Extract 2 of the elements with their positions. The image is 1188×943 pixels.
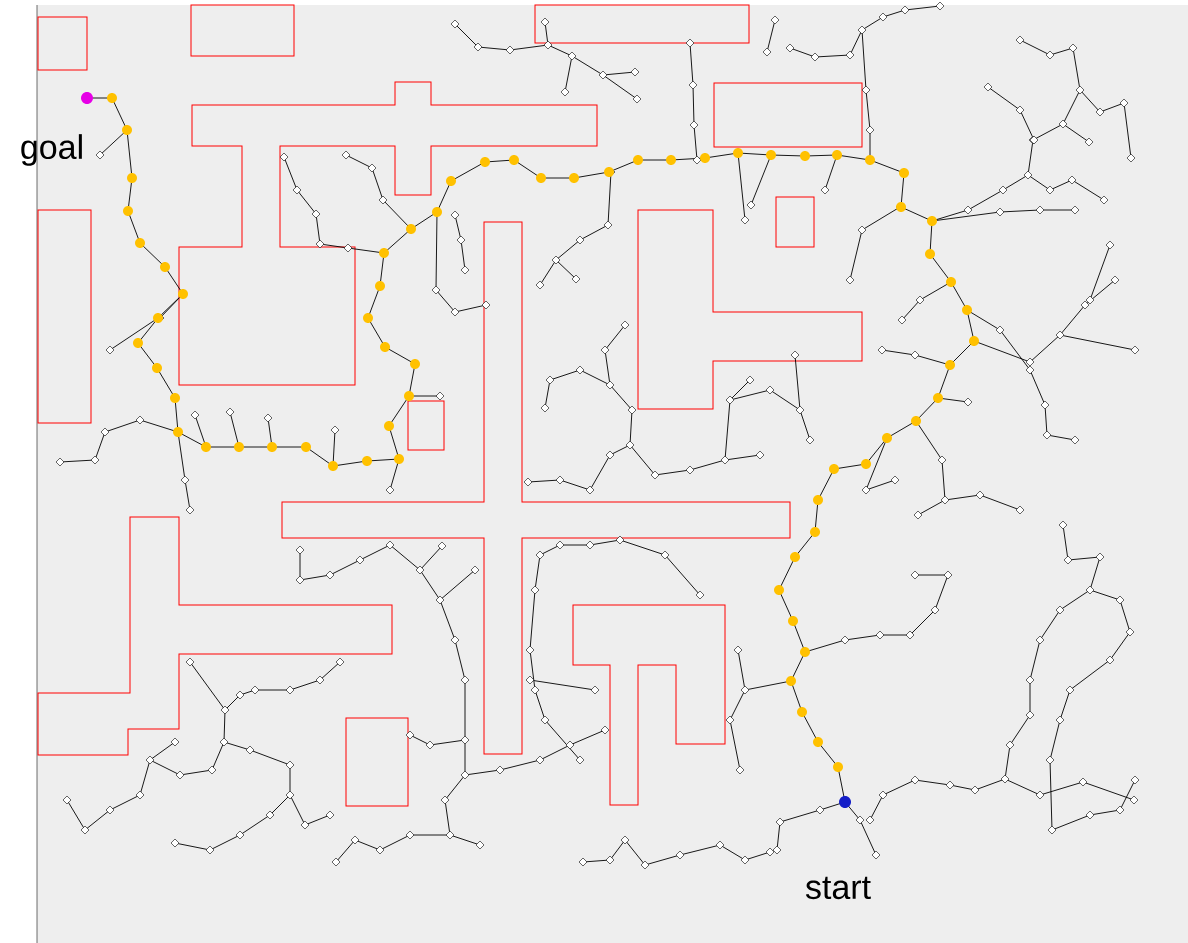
text-label: start: [805, 876, 871, 900]
text-label: goal: [21, 134, 82, 166]
